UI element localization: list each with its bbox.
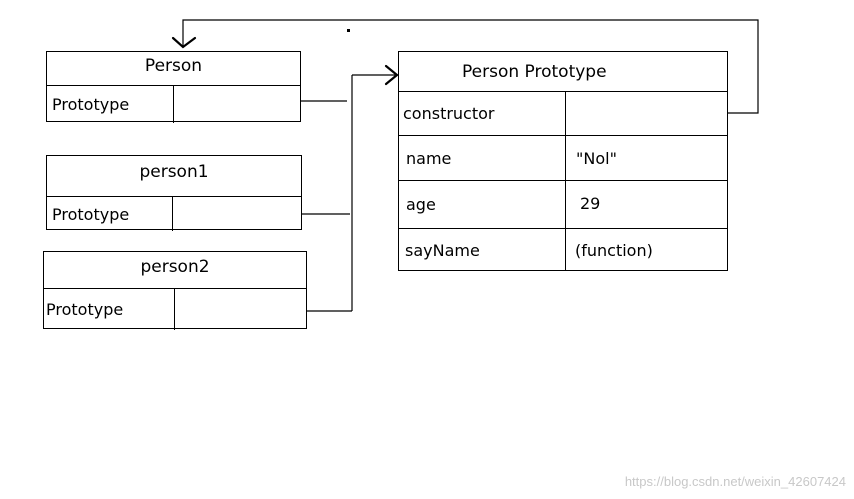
prototype-title: Person Prototype (399, 52, 727, 92)
prototype-value-constructor (566, 92, 727, 135)
prototype-key-sayname: sayName (399, 229, 566, 271)
watermark-text: https://blog.csdn.net/weixin_42607424 (624, 474, 846, 489)
person-title: Person (47, 52, 300, 86)
person2-box: person2 Prototype (43, 251, 307, 330)
prototype-row-age: age 29 (399, 181, 727, 229)
arrowhead-prototype (384, 64, 399, 86)
person-prototype-box: Person Prototype constructor name "Nol" … (398, 51, 728, 271)
prototype-row-constructor: constructor (399, 92, 727, 136)
person2-title: person2 (44, 252, 306, 289)
prototype-key-age: age (399, 181, 566, 228)
person1-prototype-row: Prototype (47, 197, 301, 231)
prototype-value-name: "Nol" (576, 148, 617, 168)
prototype-value-age: 29 (580, 194, 601, 213)
person-prototype-row: Prototype (47, 86, 300, 123)
person1-box: person1 Prototype (46, 155, 302, 231)
person2-prototype-key: Prototype (44, 289, 175, 330)
person2-prototype-row: Prototype (44, 289, 306, 330)
person-prototype-key: Prototype (47, 86, 174, 123)
prototype-row-name: name "Nol" (399, 136, 727, 181)
prototype-key-constructor: constructor (399, 92, 566, 135)
person1-prototype-key: Prototype (47, 197, 173, 231)
arrowhead-person (171, 36, 197, 49)
prototype-key-name: name (399, 136, 566, 180)
prototype-row-sayname: sayName (function) (399, 229, 727, 271)
stray-dot (347, 29, 350, 32)
person-box: Person Prototype (46, 51, 301, 123)
prototype-value-sayname: (function) (575, 240, 653, 260)
person1-title: person1 (47, 156, 301, 197)
